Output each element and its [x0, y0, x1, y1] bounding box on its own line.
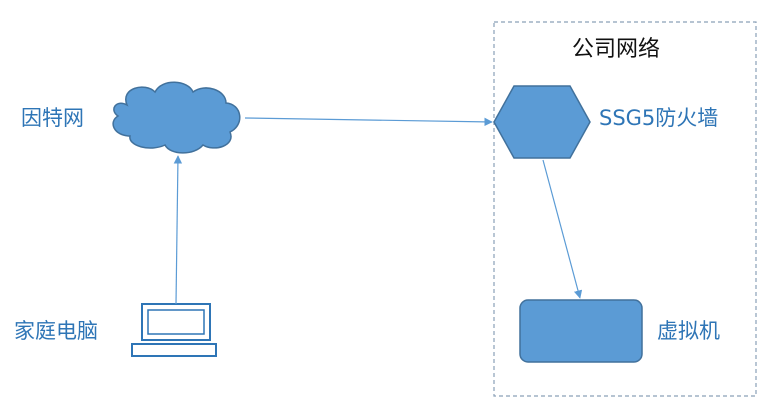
firewall-label: SSG5防火墙	[599, 106, 719, 130]
server-icon	[519, 299, 643, 363]
internet-label: 因特网	[21, 106, 84, 130]
hexagon-icon	[493, 85, 591, 159]
connector-internet-to-firewall	[244, 117, 493, 127]
laptop-icon	[131, 303, 217, 357]
connector-home-to-internet	[173, 155, 183, 305]
cloud-icon	[112, 81, 241, 154]
connector-firewall-to-vm	[542, 159, 583, 299]
virtual-machine-label: 虚拟机	[657, 319, 720, 343]
company-network-boundary	[493, 21, 757, 397]
company-network-label: 公司网络	[572, 37, 661, 62]
home-pc-label: 家庭电脑	[14, 319, 98, 343]
